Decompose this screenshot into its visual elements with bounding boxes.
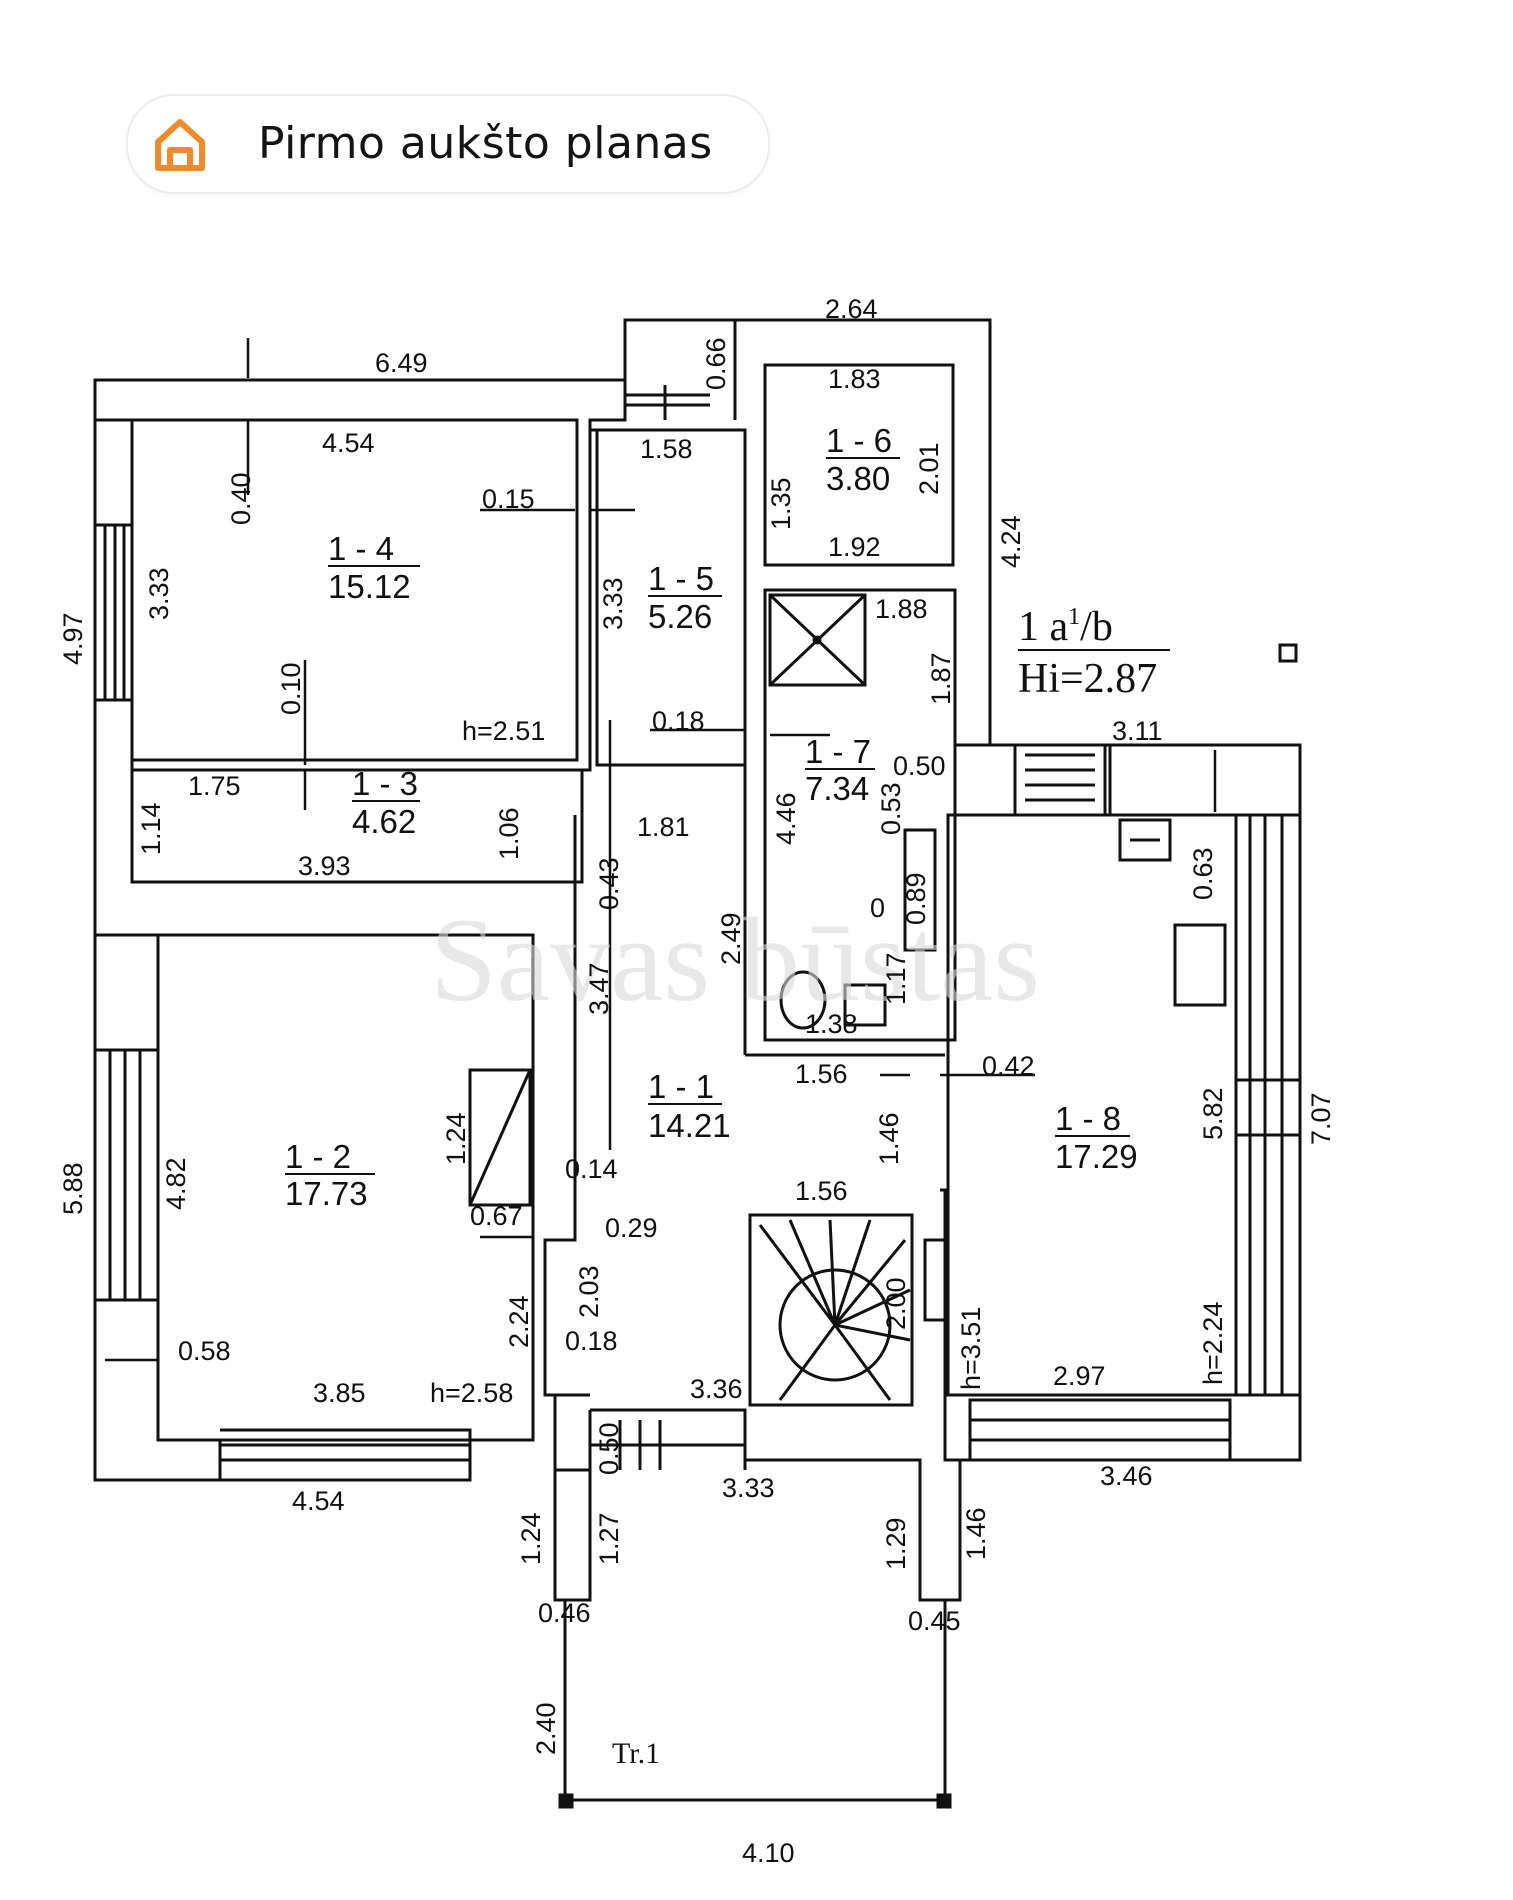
dimension-label: 1.56 [795, 1176, 848, 1206]
dimension-label: 1.46 [961, 1507, 991, 1560]
dimension-label: 1.35 [766, 477, 796, 530]
dimension-label: 1.27 [594, 1512, 624, 1565]
dimension-label: 1.46 [874, 1112, 904, 1165]
room-1-2-area: 17.73 [285, 1175, 368, 1212]
dimension-label: 0.15 [482, 484, 535, 514]
dimension-label: 0.53 [876, 782, 906, 835]
dimension-label: 1.75 [188, 771, 241, 801]
dimension-label: 0.18 [652, 706, 705, 736]
room-1-3-id: 1 - 3 [352, 765, 418, 802]
dimension-label: 0.46 [538, 1598, 591, 1628]
dimension-label: 1.24 [441, 1112, 471, 1165]
dimension-label: 4.46 [771, 792, 801, 845]
dimension-label: 2.00 [881, 1277, 911, 1330]
dimension-label: 0.58 [178, 1336, 231, 1366]
plan-height: Hi=2.87 [1018, 656, 1157, 702]
dimension-label: 1.24 [516, 1512, 546, 1565]
room-1-4-id: 1 - 4 [328, 530, 394, 567]
dimension-label: 2.01 [914, 442, 944, 495]
dimension-label: 4.54 [322, 428, 375, 458]
room-1-8-area: 17.29 [1055, 1138, 1138, 1175]
dimension-label: 1.88 [875, 594, 928, 624]
dimension-label: 0.67 [470, 1201, 523, 1231]
dimension-label: 0.14 [565, 1154, 618, 1184]
room-1-8-id: 1 - 8 [1055, 1100, 1121, 1137]
page-title: Pirmo aukšto planas [258, 118, 713, 169]
dimension-label: 4.24 [996, 515, 1026, 568]
height-label: h=3.51 [956, 1307, 986, 1390]
watermark: Savas būstas [430, 893, 1040, 1026]
dimension-label: 0.89 [901, 872, 931, 925]
dimension-label: 3.33 [144, 567, 174, 620]
dimension-label: 0.40 [226, 472, 256, 525]
dimension-label: 6.49 [375, 348, 428, 378]
plan-code: 1 a1/b [1018, 604, 1113, 650]
dimension-label: 3.11 [1112, 716, 1163, 746]
dimension-label: 0.18 [565, 1326, 618, 1356]
dimension-label: 5.88 [58, 1162, 88, 1215]
dimension-label: 4.54 [292, 1486, 345, 1516]
dimension-label: 0.43 [594, 857, 624, 910]
dimension-label: 3.46 [1100, 1461, 1153, 1491]
dimension-label: 1.87 [926, 652, 956, 705]
dimension-label: 0.10 [276, 662, 306, 715]
plan-title-badge: Pirmo aukšto planas [126, 94, 770, 194]
house-icon [155, 119, 205, 171]
dimension-label: 2.49 [716, 912, 746, 965]
dimension-label: 0.66 [701, 337, 731, 390]
dimension-label: 1.58 [640, 434, 693, 464]
room-1-4-area: 15.12 [328, 568, 411, 605]
terrace-label: Tr.1 [612, 1737, 660, 1770]
dimension-label: 1.38 [805, 1009, 858, 1039]
height-label: h=2.24 [1198, 1302, 1228, 1385]
dimension-label: 2.24 [504, 1295, 534, 1348]
dimension-label: 3.33 [598, 577, 628, 630]
room-1-6-id: 1 - 6 [826, 422, 892, 459]
room-1-1-area: 14.21 [648, 1107, 731, 1144]
dimension-label: 0.45 [908, 1606, 961, 1636]
dimension-label: 4.82 [161, 1157, 191, 1210]
dimension-label: 3.85 [313, 1378, 366, 1408]
height-label: h=2.51 [462, 716, 545, 746]
room-1-7-id: 1 - 7 [805, 733, 871, 770]
dimension-label: 3.47 [584, 962, 614, 1015]
room-1-2-id: 1 - 2 [285, 1138, 351, 1175]
dimension-label: 0.50 [594, 1422, 624, 1475]
dimension-label: 0.29 [605, 1213, 658, 1243]
dimension-label: 2.03 [574, 1265, 604, 1318]
dimension-label: 1.29 [881, 1517, 911, 1570]
room-1-1-id: 1 - 1 [648, 1068, 714, 1105]
dimension-label: 0 [870, 893, 885, 923]
height-label: h=2.58 [430, 1378, 513, 1408]
dimension-label: 1.56 [795, 1059, 848, 1089]
dimension-label: 4.10 [742, 1838, 795, 1868]
dimension-label: 2.97 [1053, 1361, 1106, 1391]
dimension-label: 0.42 [982, 1051, 1035, 1081]
dimension-label: 1.17 [881, 952, 911, 1005]
dimension-label: 2.40 [531, 1702, 561, 1755]
room-1-5-id: 1 - 5 [648, 560, 714, 597]
room-1-3-area: 4.62 [352, 803, 416, 840]
dimension-label: 1.06 [494, 807, 524, 860]
dimension-label: 7.07 [1306, 1092, 1336, 1145]
dimension-label: 1.92 [828, 532, 881, 562]
dimension-label: 2.64 [825, 294, 878, 324]
dimension-label: 0.63 [1188, 847, 1218, 900]
dimension-label: 3.33 [722, 1473, 775, 1503]
dimension-label: 5.82 [1198, 1087, 1228, 1140]
dimension-label: 0.50 [893, 751, 946, 781]
dimension-label: 3.36 [690, 1374, 743, 1404]
dimension-label: 3.93 [298, 851, 351, 881]
room-1-5-area: 5.26 [648, 598, 712, 635]
dimension-label: 1.14 [136, 802, 166, 855]
dimension-label: 1.81 [637, 812, 690, 842]
dimension-label: 4.97 [58, 612, 88, 665]
room-1-6-area: 3.80 [826, 460, 890, 497]
dimension-label: 1.83 [828, 364, 881, 394]
room-1-7-area: 7.34 [805, 770, 869, 807]
